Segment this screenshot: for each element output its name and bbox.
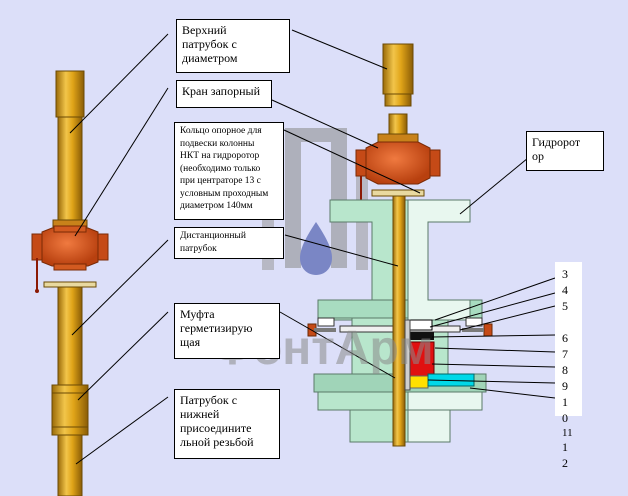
part-number: 6 [562,331,568,345]
part-number: 7 [562,347,568,361]
part-number: 8 [562,363,568,377]
left-column-assembly [31,70,109,496]
part-number: 4 [562,283,568,297]
label-lower-pipe: Патрубок с нижней присоедините льной рез… [174,389,280,459]
right-shutoff-valve [355,133,441,200]
label-spacer-pipe: Дистанционный патрубок [174,227,284,259]
right-hydrorotor-assembly [307,43,493,447]
part-number: 3 [562,267,568,281]
right-upper-pipe-end [384,93,412,107]
left-upper-pipe [55,70,85,118]
part-number: 11 [562,427,573,439]
label-hydrorotor: Гидророт ор [526,131,604,171]
right-upper-pipe [382,43,414,95]
part-number: 2 [562,456,568,470]
part-number: 1 [562,440,568,454]
left-spacer-pipe [57,286,83,388]
leader-lines [69,29,556,465]
part-number: 5 [562,299,568,313]
seal-stack [404,319,475,391]
label-sealing-coupling: Муфта герметизирую щая [174,303,280,359]
part-number: 0 [562,411,568,425]
left-lower-pipe [57,434,83,496]
right-spacer-pipe [392,195,406,447]
label-upper-pipe: Верхний патрубок с диаметром [176,19,290,73]
part-number: 9 [562,379,568,393]
part-number: 1 [562,395,568,409]
left-shutoff-valve [31,219,109,293]
left-pipe-section [57,116,83,224]
label-support-ring: Кольцо опорное для подвески колонны НКТ … [174,122,284,220]
left-support-ring [43,281,97,288]
label-shutoff-valve: Кран запорный [176,80,272,108]
part-number-strip [555,262,582,416]
